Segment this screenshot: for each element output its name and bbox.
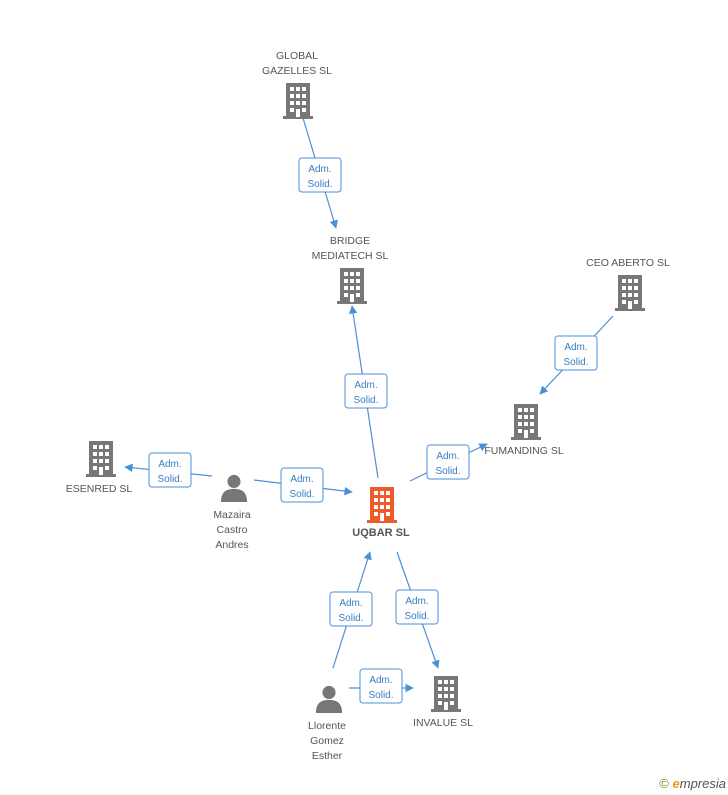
- building-icon[interactable]: [337, 268, 367, 304]
- edge-label-box[interactable]: [359, 668, 403, 704]
- edge-mazaira-to-uqbar: Adm. Solid.: [253, 467, 353, 503]
- building-icon[interactable]: [367, 487, 397, 523]
- edge-label-box[interactable]: [344, 373, 388, 409]
- edge-uqbar-to-invalue: Adm. Solid.: [395, 551, 440, 669]
- edge-label-line: Adm.: [308, 164, 331, 175]
- edge-label-line: Adm.: [369, 675, 392, 686]
- building-icon[interactable]: [86, 441, 116, 477]
- building-icon[interactable]: [511, 404, 541, 440]
- edges-layer: Adm. Solid. Adm. Solid. Adm. Solid. Adm. Solid.…: [124, 117, 614, 704]
- node-label: Esther: [312, 750, 343, 762]
- edge-llorente-to-invalue: Adm. Solid.: [349, 668, 414, 704]
- node-label: ESENRED SL: [66, 483, 133, 495]
- person-icon[interactable]: [220, 474, 248, 502]
- edge-label-line: Adm.: [354, 380, 377, 391]
- person-icon[interactable]: [315, 685, 343, 713]
- edge-uqbar-to-bridge: Adm. Solid.: [344, 305, 388, 479]
- brand-name: mpresia: [679, 776, 726, 791]
- edge-label-line: Solid.: [563, 357, 588, 368]
- node-label: INVALUE SL: [413, 717, 473, 729]
- edge-label-box[interactable]: [148, 452, 192, 488]
- footer-brand: © empresia: [659, 776, 726, 791]
- node-label: Mazaira: [213, 509, 251, 521]
- node-label: Andres: [215, 539, 248, 551]
- node-label: GLOBAL: [276, 50, 318, 62]
- building-icon[interactable]: [283, 83, 313, 119]
- node-label: CEO ABERTO SL: [586, 257, 670, 269]
- node-label: Llorente: [308, 720, 346, 732]
- edge-label-line: Solid.: [157, 474, 182, 485]
- node-label: GAZELLES SL: [262, 65, 332, 77]
- edge-label-line: Solid.: [289, 489, 314, 500]
- node-bridge[interactable]: BRIDGE MEDIATECH SL: [312, 235, 389, 304]
- edge-label-box[interactable]: [298, 157, 342, 193]
- edge-label-box[interactable]: [395, 589, 439, 625]
- edge-label-line: Adm.: [339, 598, 362, 609]
- copyright-symbol: ©: [659, 776, 669, 791]
- node-label: UQBAR SL: [352, 527, 410, 539]
- node-label: FUMANDING SL: [484, 445, 564, 457]
- edge-label-line: Solid.: [404, 611, 429, 622]
- edge-label-box[interactable]: [426, 444, 470, 480]
- edge-label-line: Adm.: [405, 596, 428, 607]
- edge-uqbar-to-fumanding: Adm. Solid.: [409, 443, 488, 482]
- node-esenred[interactable]: ESENRED SL: [66, 441, 133, 495]
- edge-mazaira-to-esenred: Adm. Solid.: [124, 452, 213, 488]
- edge-label-line: Solid.: [307, 179, 332, 190]
- node-ceo[interactable]: CEO ABERTO SL: [586, 257, 670, 311]
- edge-label-box[interactable]: [554, 335, 598, 371]
- edge-label-line: Adm.: [564, 342, 587, 353]
- edge-label-line: Solid.: [338, 613, 363, 624]
- nodes-layer: GLOBAL GAZELLES SL BRIDGE MEDIATECH SL CEO A…: [66, 50, 670, 762]
- edge-label-line: Adm.: [158, 459, 181, 470]
- brand-initial: e: [672, 776, 680, 791]
- edge-global-to-bridge: Adm. Solid.: [298, 117, 342, 229]
- edge-label-line: Solid.: [368, 690, 393, 701]
- node-label: Castro: [217, 524, 248, 536]
- node-label: BRIDGE: [330, 235, 370, 247]
- node-invalue[interactable]: INVALUE SL: [413, 676, 473, 729]
- node-label: MEDIATECH SL: [312, 250, 389, 262]
- edge-llorente-to-uqbar: Adm. Solid.: [329, 551, 373, 669]
- edge-label-box[interactable]: [280, 467, 324, 503]
- building-icon[interactable]: [615, 275, 645, 311]
- edge-label-line: Adm.: [290, 474, 313, 485]
- node-label: Gomez: [310, 735, 344, 747]
- edge-ceo-to-fumanding: Adm. Solid.: [539, 315, 614, 395]
- node-fumanding[interactable]: FUMANDING SL: [484, 404, 564, 457]
- building-icon[interactable]: [431, 676, 461, 712]
- edge-label-box[interactable]: [329, 591, 373, 627]
- node-global[interactable]: GLOBAL GAZELLES SL: [262, 50, 332, 119]
- edge-label-line: Adm.: [436, 451, 459, 462]
- edge-label-line: Solid.: [435, 466, 460, 477]
- edge-label-line: Solid.: [353, 395, 378, 406]
- node-uqbar[interactable]: UQBAR SL: [352, 487, 410, 539]
